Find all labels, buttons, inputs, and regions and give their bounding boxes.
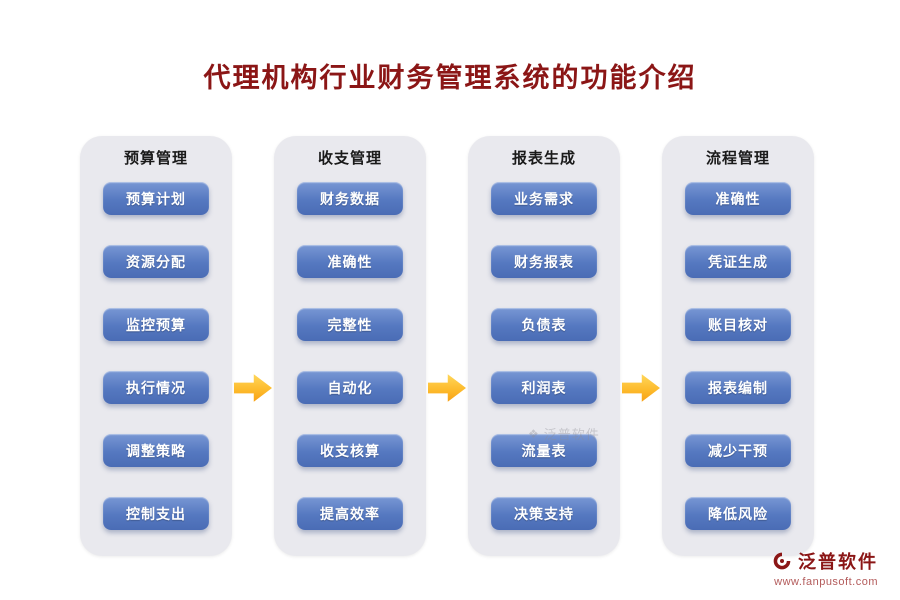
pill-list: 业务需求 财务报表 负债表 利润表 流量表 决策支持 <box>491 182 597 530</box>
feature-pill: 减少干预 <box>685 434 791 467</box>
feature-pill: 完整性 <box>297 308 403 341</box>
feature-pill: 报表编制 <box>685 371 791 404</box>
fanpu-logo-icon <box>773 552 791 570</box>
arrow-right-icon <box>234 374 272 402</box>
panel-report-generation: 报表生成 业务需求 财务报表 负债表 利润表 流量表 决策支持 <box>468 136 620 556</box>
feature-pill: 财务报表 <box>491 245 597 278</box>
feature-pill: 业务需求 <box>491 182 597 215</box>
feature-pill: 控制支出 <box>103 497 209 530</box>
feature-pill: 降低风险 <box>685 497 791 530</box>
panel-header: 报表生成 <box>511 150 576 167</box>
feature-pill: 准确性 <box>685 182 791 215</box>
flow-arrow-1 <box>233 373 273 403</box>
pill-list: 预算计划 资源分配 监控预算 执行情况 调整策略 控制支出 <box>103 182 209 530</box>
feature-pill: 流量表 <box>491 434 597 467</box>
flow-arrow-3 <box>621 373 661 403</box>
feature-pill: 预算计划 <box>103 182 209 215</box>
brand-row: 泛普软件 <box>772 548 878 574</box>
panel-header: 流程管理 <box>705 150 770 167</box>
flow-arrow-2 <box>427 373 467 403</box>
arrow-right-icon <box>622 374 660 402</box>
feature-pill: 资源分配 <box>103 245 209 278</box>
feature-pill: 提高效率 <box>297 497 403 530</box>
feature-pill: 负债表 <box>491 308 597 341</box>
feature-pill: 监控预算 <box>103 308 209 341</box>
footer-brand-block: 泛普软件 www.fanpusoft.com <box>772 548 878 588</box>
feature-pill: 准确性 <box>297 245 403 278</box>
panel-process-management: 流程管理 准确性 凭证生成 账目核对 报表编制 减少干预 降低风险 <box>662 136 814 556</box>
feature-pill: 自动化 <box>297 371 403 404</box>
brand-website: www.fanpusoft.com <box>774 576 878 588</box>
panel-header: 收支管理 <box>317 150 382 167</box>
feature-pill: 凭证生成 <box>685 245 791 278</box>
feature-pill: 财务数据 <box>297 182 403 215</box>
arrow-right-icon <box>428 374 466 402</box>
pill-list: 准确性 凭证生成 账目核对 报表编制 减少干预 降低风险 <box>685 182 791 530</box>
panel-budget-management: 预算管理 预算计划 资源分配 监控预算 执行情况 调整策略 控制支出 <box>80 136 232 556</box>
feature-pill: 利润表 <box>491 371 597 404</box>
feature-pill: 执行情况 <box>103 371 209 404</box>
columns-row: 预算管理 预算计划 资源分配 监控预算 执行情况 调整策略 控制支出 收支管理 … <box>80 136 814 556</box>
feature-pill: 调整策略 <box>103 434 209 467</box>
feature-pill: 账目核对 <box>685 308 791 341</box>
pill-list: 财务数据 准确性 完整性 自动化 收支核算 提高效率 <box>297 182 403 530</box>
feature-pill: 决策支持 <box>491 497 597 530</box>
brand-name: 泛普软件 <box>798 552 878 573</box>
panel-header: 预算管理 <box>123 150 188 167</box>
feature-pill: 收支核算 <box>297 434 403 467</box>
page-title: 代理机构行业财务管理系统的功能介绍 <box>203 63 697 94</box>
panel-income-expense-management: 收支管理 财务数据 准确性 完整性 自动化 收支核算 提高效率 <box>274 136 426 556</box>
